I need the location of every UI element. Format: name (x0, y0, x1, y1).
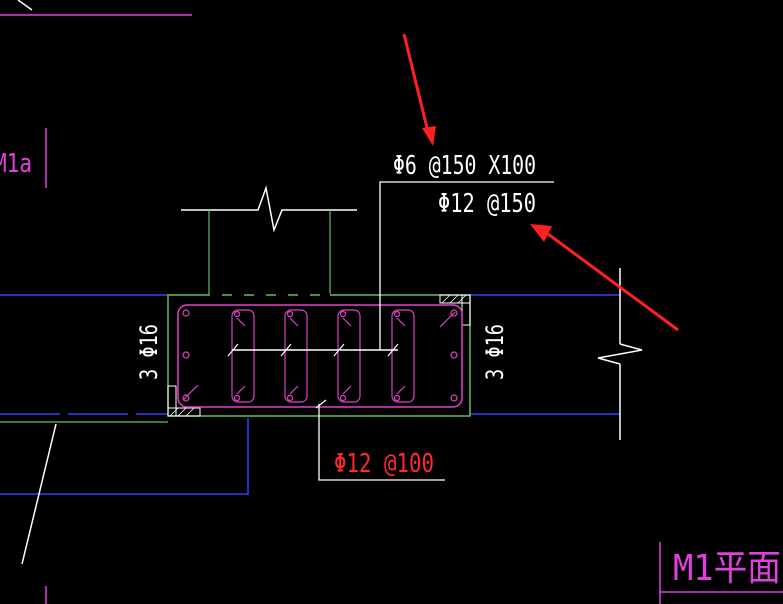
top-break-line (181, 185, 357, 233)
lower-left-slant (21, 423, 57, 565)
rebar-dots (182, 309, 458, 402)
rebar-callout: Φ12 @150 (438, 189, 536, 219)
right-break-zigzag (597, 343, 643, 365)
white-tie-ticks (227, 343, 399, 409)
hatch-bottom-left-lines (169, 407, 195, 417)
leader-bottom (318, 404, 445, 481)
hatch-left-vertical (167, 385, 177, 417)
outer-stirrup (177, 304, 463, 408)
red-arrow-right (530, 224, 679, 332)
hatch-right-vertical (461, 294, 471, 326)
leader-top (379, 181, 554, 350)
axis-line-lower-step (0, 418, 249, 495)
top-white-fragment (17, 0, 33, 11)
inner-stirrups (231, 309, 415, 403)
left-bar-count: 3 Φ16 (135, 324, 163, 380)
outer-stirrup-hook-b (439, 311, 456, 328)
red-arrow-top (402, 33, 436, 146)
hatch-top-right (439, 294, 471, 304)
plan-title: M1平面 (673, 548, 781, 589)
stirrup-callout: Φ6 @150 X100 (393, 151, 536, 181)
bottom-callout: Φ12 @100 (334, 449, 434, 479)
right-bar-count: 3 Φ16 (481, 324, 509, 380)
left-partial-label: M1a (0, 149, 32, 179)
beam-outline (167, 294, 471, 417)
outer-stirrup-hook-a (182, 384, 199, 401)
hatch-bottom-left (167, 407, 201, 417)
